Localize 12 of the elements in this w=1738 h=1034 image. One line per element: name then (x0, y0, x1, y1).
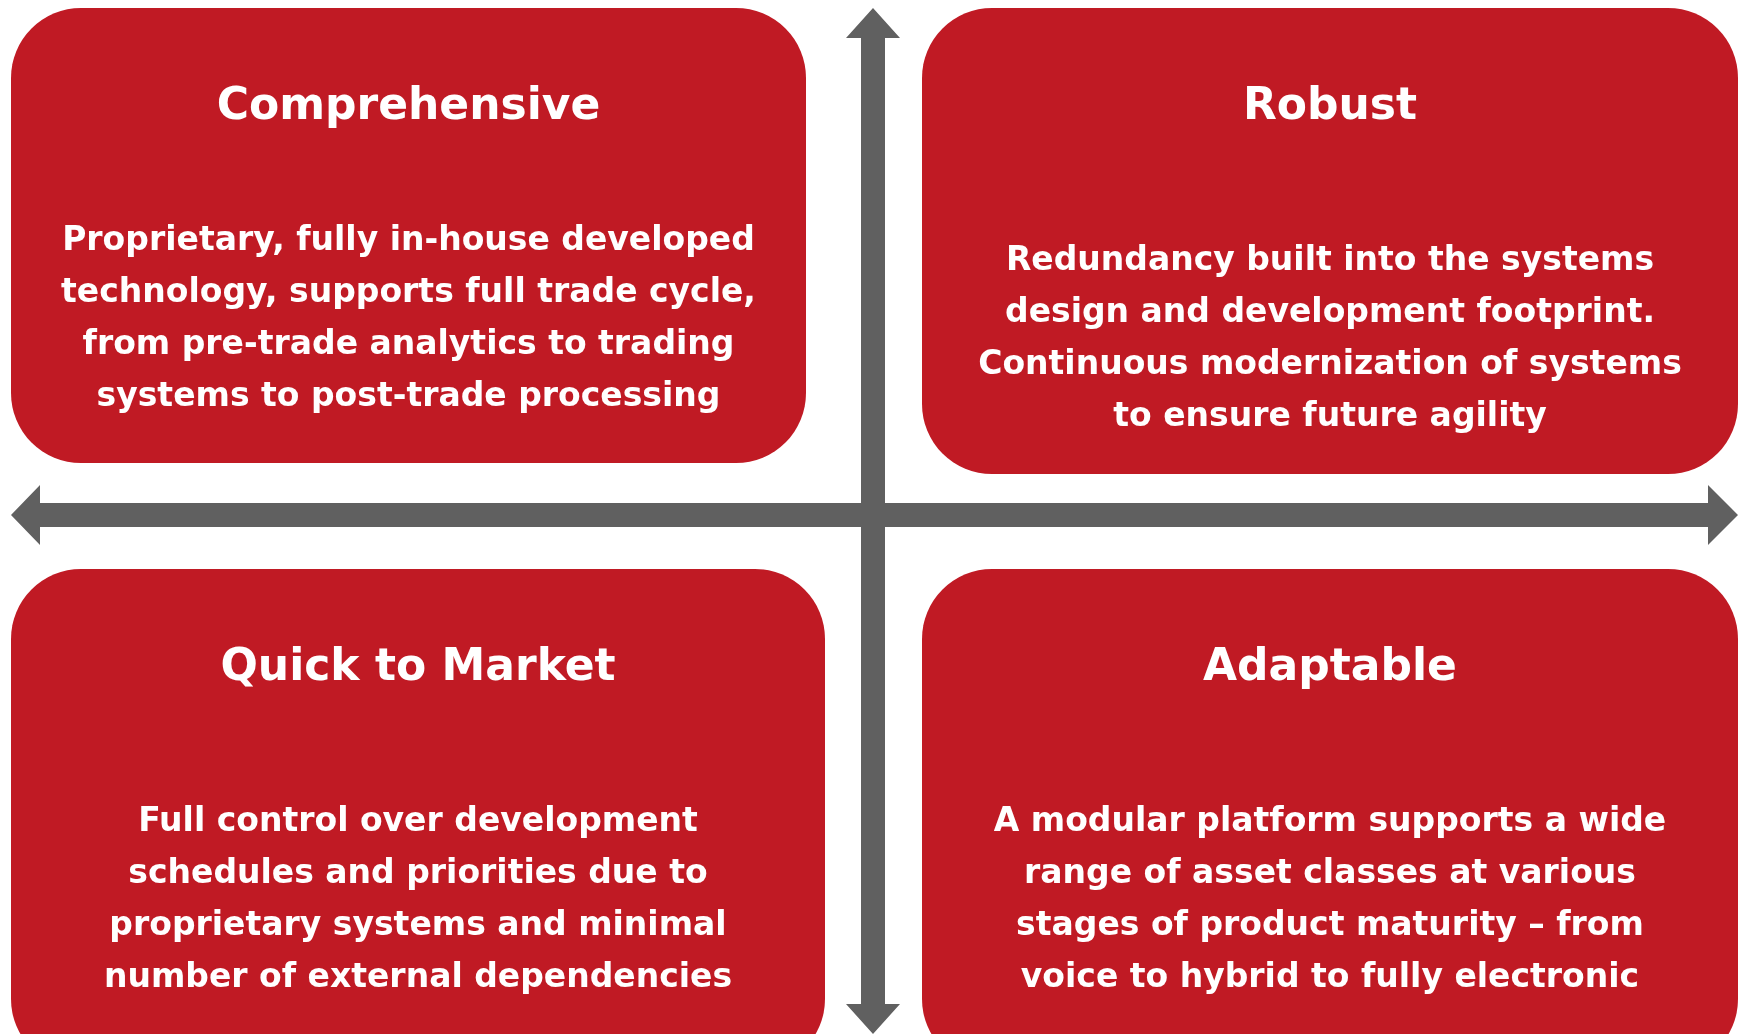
quadrant-card (922, 8, 1738, 474)
quadrant-card (922, 569, 1738, 1034)
card-description: Redundancy built into the systems design and development footprint. Continuous modernization of systems to ensure future agility (977, 238, 1683, 436)
quadrant-card (11, 8, 806, 463)
card-heading: Adaptable (1202, 639, 1458, 690)
card-heading: Comprehensive (215, 78, 602, 129)
quadrant-card (11, 569, 825, 1034)
card-heading: Quick to Market (219, 639, 617, 690)
card-description: A modular platform supports a wide range of asset classes at various stages of product maturity – from voice to hybrid to fully electronic (992, 799, 1668, 997)
card-heading: Robust (1241, 78, 1419, 129)
card-description: Full control over development schedules and priorities due to proprietary systems and minimal number of external dependencies (102, 799, 734, 997)
card-description: Proprietary, fully in-house developed technology, supports full trade cycle, from pre-trade analytics to trading systems to post-trade processing (60, 218, 757, 416)
